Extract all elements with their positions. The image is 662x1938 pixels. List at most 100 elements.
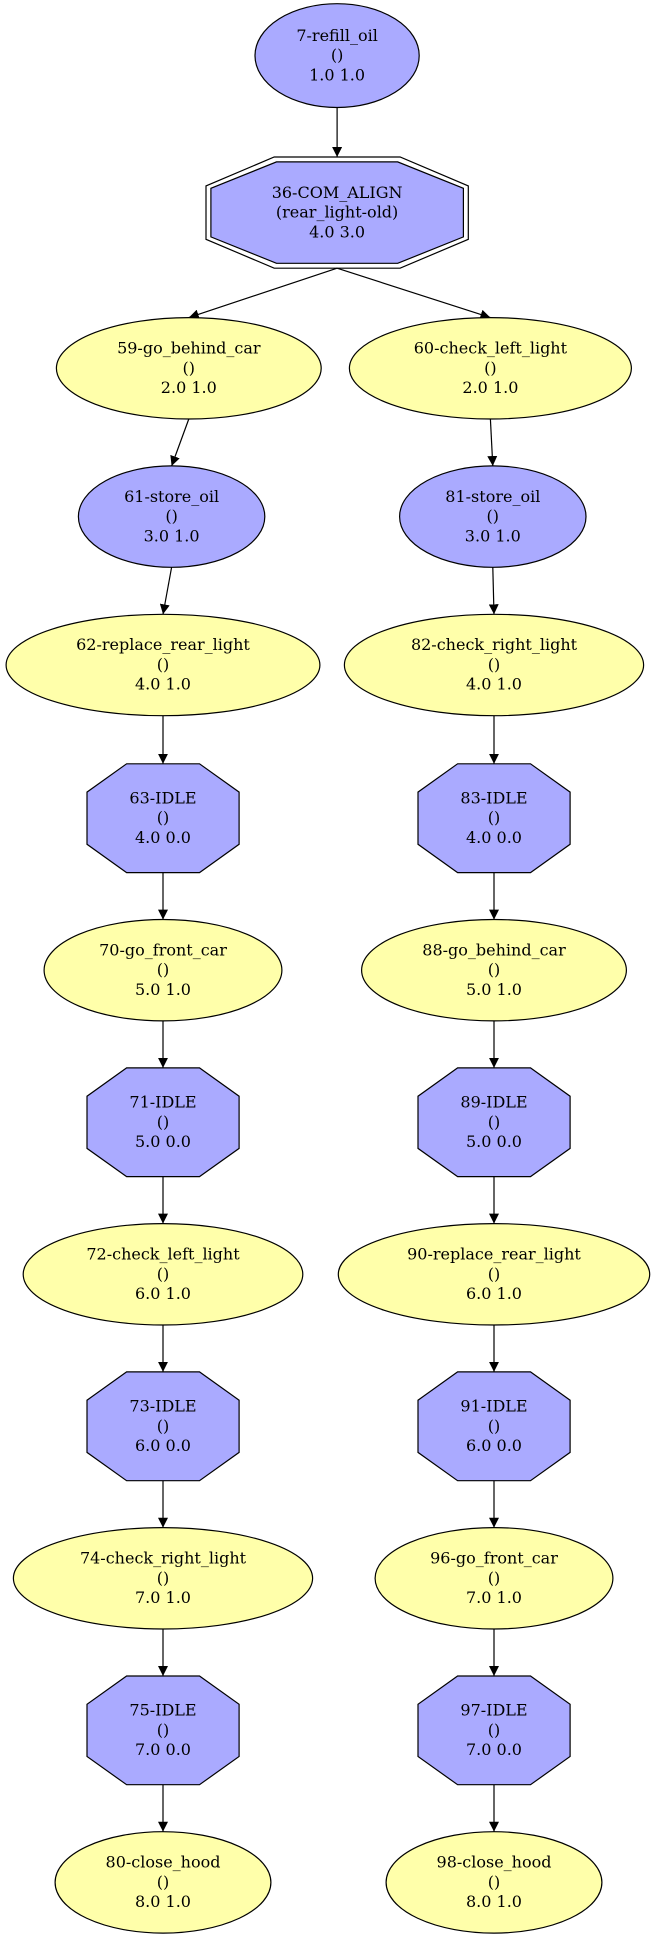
node-title: 89-IDLE — [460, 1093, 527, 1112]
node-costs: 8.0 1.0 — [135, 1892, 191, 1911]
node-title: 36-COM_ALIGN — [272, 183, 403, 202]
node-shape-ellipse — [374, 1527, 614, 1630]
node-shape-ellipse — [385, 1831, 603, 1934]
node-costs: 2.0 1.0 — [462, 378, 518, 397]
node-shape-octagon — [86, 763, 240, 874]
node-costs: 6.0 0.0 — [466, 1436, 522, 1455]
node-title: 72-check_left_light — [86, 1245, 240, 1264]
node-title: 88-go_behind_car — [422, 941, 566, 960]
node-n73: 73-IDLE()6.0 0.0 — [86, 1371, 240, 1482]
node-costs: 7.0 1.0 — [466, 1588, 522, 1607]
node-n59: 59-go_behind_car()2.0 1.0 — [55, 316, 322, 420]
node-costs: 5.0 1.0 — [466, 980, 522, 999]
node-shape-ellipse — [54, 1831, 272, 1934]
node-title: 7-refill_oil — [296, 26, 377, 45]
node-n82: 82-check_right_light()4.0 1.0 — [343, 613, 645, 717]
node-costs: 4.0 1.0 — [466, 675, 522, 694]
node-args: () — [157, 1264, 169, 1283]
node-costs: 2.0 1.0 — [161, 378, 217, 397]
node-args: () — [488, 1872, 500, 1891]
node-n62: 62-replace_rear_light()4.0 1.0 — [5, 613, 321, 717]
node-n80: 80-close_hood()8.0 1.0 — [54, 1831, 272, 1934]
node-title: 81-store_oil — [445, 487, 540, 506]
node-title: 60-check_left_light — [414, 339, 568, 358]
node-n75: 75-IDLE()7.0 0.0 — [86, 1675, 240, 1786]
node-title: 90-replace_rear_light — [407, 1245, 581, 1264]
node-args: () — [488, 1720, 500, 1739]
node-n96: 96-go_front_car()7.0 1.0 — [374, 1527, 614, 1630]
node-shape-ellipse — [5, 613, 321, 717]
node-title: 91-IDLE — [460, 1397, 527, 1416]
node-args: () — [157, 1416, 169, 1435]
node-shape-octagon — [86, 1067, 240, 1178]
node-title: 75-IDLE — [129, 1701, 196, 1720]
node-n36: 36-COM_ALIGN(rear_light-old)4.0 3.0 — [205, 156, 469, 269]
node-costs: 6.0 1.0 — [135, 1284, 191, 1303]
node-shape-octagon — [417, 1675, 571, 1786]
node-args: () — [488, 960, 500, 979]
node-args: () — [487, 507, 499, 526]
node-shape-ellipse — [254, 3, 420, 109]
edges-layer — [158, 107, 499, 1832]
node-title: 97-IDLE — [460, 1701, 527, 1720]
node-args: () — [488, 1568, 500, 1587]
node-title: 98-close_hood — [437, 1853, 552, 1872]
node-title: 83-IDLE — [460, 788, 527, 807]
node-n61: 61-store_oil()3.0 1.0 — [77, 465, 266, 568]
node-costs: 7.0 1.0 — [135, 1588, 191, 1607]
node-n60: 60-check_left_light()2.0 1.0 — [348, 316, 632, 420]
node-args: () — [488, 808, 500, 827]
node-n7: 7-refill_oil()1.0 1.0 — [254, 3, 420, 109]
node-args: () — [331, 46, 343, 65]
node-args: () — [165, 507, 177, 526]
node-costs: 7.0 0.0 — [466, 1740, 522, 1759]
node-shape-ellipse — [398, 465, 587, 568]
nodes-layer: 7-refill_oil()1.0 1.036-COM_ALIGN(rear_l… — [5, 3, 651, 1934]
node-args: () — [488, 655, 500, 674]
node-title: 80-close_hood — [106, 1853, 221, 1872]
node-args: () — [484, 358, 496, 377]
node-shape-inner-octagon — [210, 161, 464, 264]
node-n90: 90-replace_rear_light()6.0 1.0 — [337, 1223, 651, 1326]
node-costs: 6.0 0.0 — [135, 1436, 191, 1455]
node-costs: 3.0 1.0 — [465, 526, 521, 545]
node-shape-ellipse — [12, 1527, 314, 1630]
node-costs: 5.0 0.0 — [466, 1132, 522, 1151]
node-shape-ellipse — [43, 918, 283, 1022]
node-n70: 70-go_front_car()5.0 1.0 — [43, 918, 283, 1022]
node-costs: 4.0 0.0 — [135, 828, 191, 847]
node-args: () — [488, 1416, 500, 1435]
node-n63: 63-IDLE()4.0 0.0 — [86, 763, 240, 874]
node-title: 61-store_oil — [124, 487, 219, 506]
node-n97: 97-IDLE()7.0 0.0 — [417, 1675, 571, 1786]
node-args: () — [157, 1872, 169, 1891]
node-title: 70-go_front_car — [99, 941, 227, 960]
node-args: () — [488, 1264, 500, 1283]
node-n88: 88-go_behind_car()5.0 1.0 — [361, 918, 627, 1022]
node-args: (rear_light-old) — [276, 203, 398, 222]
node-title: 71-IDLE — [129, 1093, 196, 1112]
node-shape-ellipse — [343, 613, 645, 717]
node-args: () — [157, 960, 169, 979]
node-costs: 7.0 0.0 — [135, 1740, 191, 1759]
node-title: 96-go_front_car — [430, 1549, 558, 1568]
node-costs: 6.0 1.0 — [466, 1284, 522, 1303]
node-title: 74-check_right_light — [80, 1549, 247, 1568]
node-shape-ellipse — [337, 1223, 651, 1326]
node-n81: 81-store_oil()3.0 1.0 — [398, 465, 587, 568]
node-shape-ellipse — [55, 316, 322, 420]
node-args: () — [183, 358, 195, 377]
node-title: 73-IDLE — [129, 1397, 196, 1416]
node-shape-ellipse — [77, 465, 266, 568]
node-costs: 5.0 1.0 — [135, 980, 191, 999]
node-costs: 1.0 1.0 — [309, 65, 365, 84]
node-n91: 91-IDLE()6.0 0.0 — [417, 1371, 571, 1482]
node-costs: 4.0 1.0 — [135, 675, 191, 694]
node-title: 82-check_right_light — [411, 635, 578, 654]
edge-n61-to-n62 — [159, 567, 173, 615]
node-n83: 83-IDLE()4.0 0.0 — [417, 763, 571, 874]
node-shape-octagon — [417, 763, 571, 874]
node-args: () — [157, 1720, 169, 1739]
node-costs: 3.0 1.0 — [144, 526, 200, 545]
